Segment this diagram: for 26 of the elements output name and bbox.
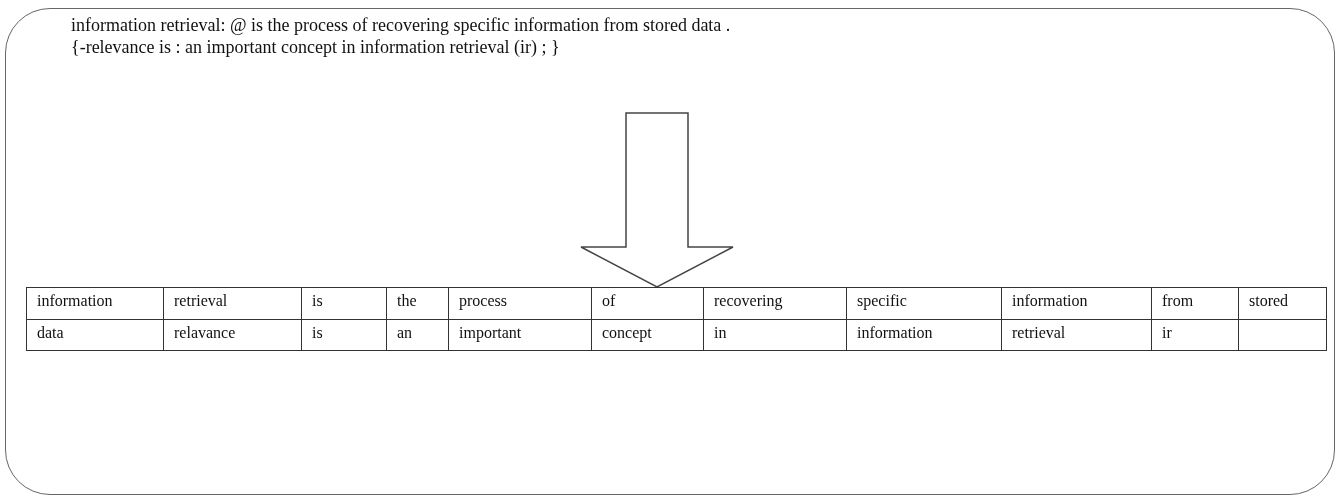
block-arrow xyxy=(580,112,734,288)
sentence: information retrieval: @ is the process of recovering specific information from stored data . xyxy=(71,15,731,36)
table-cell: is xyxy=(301,287,387,319)
table-cell: data xyxy=(26,319,164,351)
table-cell: in xyxy=(703,319,847,351)
table-cell: ir xyxy=(1151,319,1239,351)
table-cell: important xyxy=(448,319,592,351)
rounded-panel xyxy=(5,8,1335,495)
table-cell: stored xyxy=(1238,287,1327,319)
table-cell: retrieval xyxy=(1001,319,1152,351)
table-cell: specific xyxy=(846,287,1002,319)
table-cell: is xyxy=(301,319,387,351)
table-cell: retrieval xyxy=(163,287,302,319)
table-cell: process xyxy=(448,287,592,319)
table-cell: an xyxy=(386,319,449,351)
sentence: {-relevance is : an important concept in information retrieval (ir) ; } xyxy=(71,37,560,58)
table-cell: recovering xyxy=(703,287,847,319)
table-cell: information xyxy=(846,319,1002,351)
table-cell: information xyxy=(1001,287,1152,319)
table-cell: of xyxy=(591,287,704,319)
table-cell: relavance xyxy=(163,319,302,351)
table-cell: information xyxy=(26,287,164,319)
table-cell: the xyxy=(386,287,449,319)
table-cell: from xyxy=(1151,287,1239,319)
word-table xyxy=(26,287,1326,351)
table-cell: concept xyxy=(591,319,704,351)
